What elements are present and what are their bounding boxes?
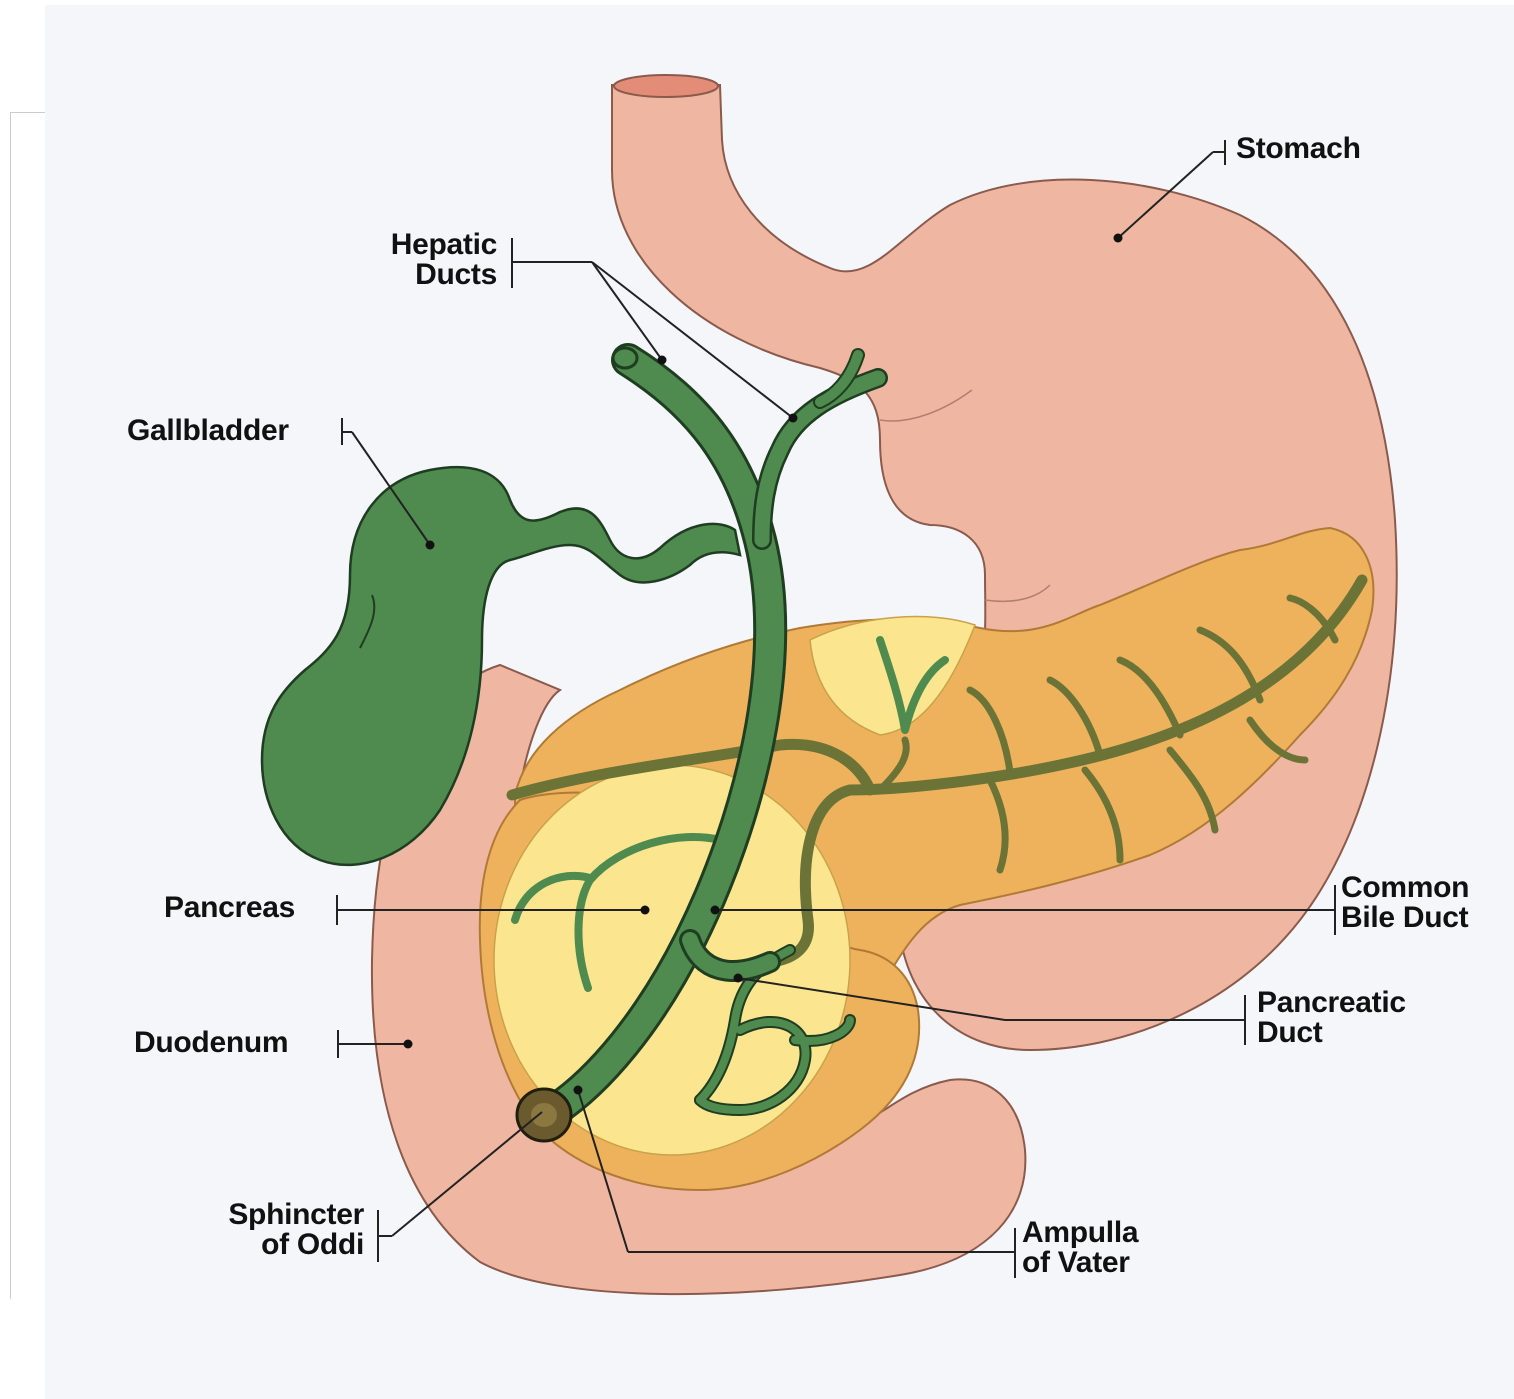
hepatic-ducts-label-line-2: Ducts [300,260,497,290]
hepatic-ducts-label: Hepatic Ducts [300,230,497,290]
sphincter-of-oddi-label-line-2: of Oddi [150,1230,364,1260]
pancreas-label: Pancreas [164,893,295,923]
ampulla-of-vater-label-line-2: of Vater [1022,1248,1138,1278]
sphincter-of-oddi-label-line-1: Sphincter [150,1200,364,1230]
pancreatic-duct-label-line-1: Pancreatic [1257,988,1406,1018]
stomach-label: Stomach [1236,134,1361,164]
ampulla-of-vater-label: Ampulla of Vater [1022,1218,1138,1278]
ampulla-of-vater-label-line-1: Ampulla [1022,1218,1138,1248]
pancreatic-duct-label-line-2: Duct [1257,1018,1406,1048]
esophagus-opening [614,75,718,97]
ampulla-opening [531,1103,557,1127]
hepatic-ducts-label-line-1: Hepatic [300,230,497,260]
common-bile-duct-label-line-1: Common [1341,873,1469,903]
duodenum-label: Duodenum [134,1028,288,1058]
pancreatic-duct-label: Pancreatic Duct [1257,988,1406,1048]
hepatic-duct-opening [613,348,637,368]
gallbladder-label: Gallbladder [127,416,289,446]
common-bile-duct-label: Common Bile Duct [1341,873,1469,933]
common-bile-duct-label-line-2: Bile Duct [1341,903,1469,933]
sphincter-of-oddi-label: Sphincter of Oddi [150,1200,364,1260]
